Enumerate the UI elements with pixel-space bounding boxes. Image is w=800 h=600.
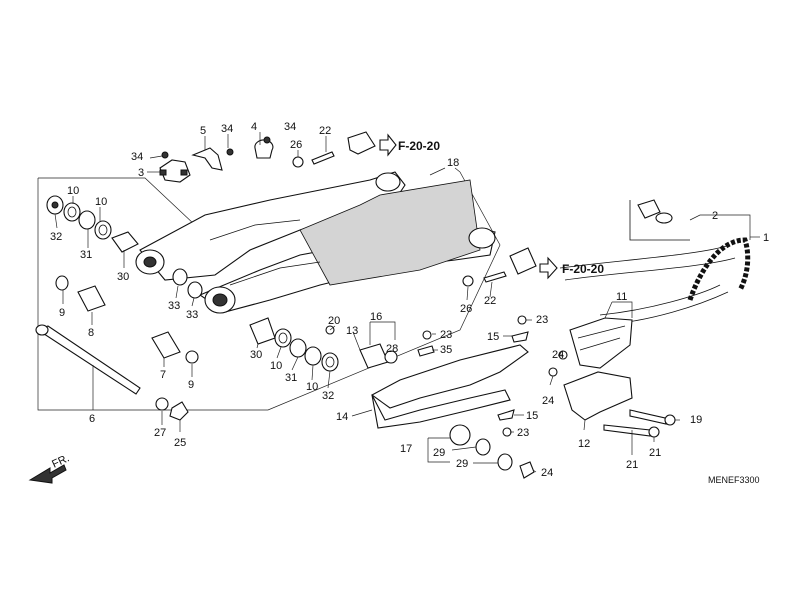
callout-34-b: 34 bbox=[284, 121, 296, 133]
callout-11: 11 bbox=[616, 291, 627, 303]
callout-2: 2 bbox=[712, 210, 718, 222]
callout-15-a: 15 bbox=[487, 331, 499, 343]
callout-8: 8 bbox=[88, 327, 94, 339]
callout-29-b: 29 bbox=[456, 458, 468, 470]
callout-22-a: 22 bbox=[319, 125, 331, 137]
front-label: FR. bbox=[50, 452, 71, 470]
right-bearing-stack bbox=[249, 317, 339, 372]
callout-13: 13 bbox=[346, 325, 358, 337]
callout-33-a: 33 bbox=[168, 300, 180, 312]
callout-7: 7 bbox=[160, 369, 166, 381]
diagram-code: MENEF3300 bbox=[708, 475, 760, 485]
callout-21-a: 21 bbox=[649, 447, 661, 459]
callout-24-c: 24 bbox=[542, 395, 554, 407]
reference-text-mid: F-20-20 bbox=[562, 262, 604, 276]
callout-6: 6 bbox=[89, 413, 95, 425]
callout-22-b: 22 bbox=[484, 295, 496, 307]
callout-34-c: 34 bbox=[131, 151, 143, 163]
callout-35: 35 bbox=[440, 344, 452, 356]
reference-arrow-mid bbox=[539, 256, 558, 280]
callout-17: 17 bbox=[400, 443, 412, 455]
callout-10-b: 10 bbox=[95, 196, 107, 208]
callout-16: 16 bbox=[370, 311, 382, 323]
callout-32-b: 32 bbox=[322, 390, 334, 402]
callout-26-a: 26 bbox=[290, 139, 302, 151]
callout-34-a: 34 bbox=[221, 123, 233, 135]
callout-5: 5 bbox=[200, 125, 206, 137]
callout-33-b: 33 bbox=[186, 309, 198, 321]
reference-arrow-top bbox=[379, 133, 397, 157]
callout-15-b: 15 bbox=[526, 410, 538, 422]
callout-10-d: 10 bbox=[306, 381, 318, 393]
callout-3: 3 bbox=[138, 167, 144, 179]
callout-9-a: 9 bbox=[59, 307, 65, 319]
top-fasteners bbox=[159, 131, 537, 287]
callout-25: 25 bbox=[174, 437, 186, 449]
swingarm bbox=[135, 171, 496, 314]
callout-18: 18 bbox=[447, 157, 459, 169]
leader-lines bbox=[54, 132, 760, 473]
callout-23-b: 23 bbox=[536, 314, 548, 326]
callout-31-b: 31 bbox=[285, 372, 297, 384]
callout-1: 1 bbox=[763, 232, 769, 244]
callout-28: 28 bbox=[386, 343, 398, 355]
callout-31-a: 31 bbox=[80, 249, 92, 261]
callout-23-a: 23 bbox=[440, 329, 452, 341]
callout-9-b: 9 bbox=[188, 379, 194, 391]
callout-4: 4 bbox=[251, 121, 257, 133]
callout-10-a: 10 bbox=[67, 185, 79, 197]
pivot-shaft bbox=[35, 324, 199, 421]
chain-slider bbox=[325, 325, 529, 429]
callout-29-a: 29 bbox=[433, 447, 445, 459]
callout-12: 12 bbox=[578, 438, 590, 450]
callout-24-b: 24 bbox=[552, 349, 564, 361]
callout-20: 20 bbox=[328, 315, 340, 327]
callout-14: 14 bbox=[336, 411, 348, 423]
callout-32-a: 32 bbox=[50, 231, 62, 243]
callout-30-b: 30 bbox=[250, 349, 262, 361]
front-arrow: FR. bbox=[28, 452, 71, 484]
reference-text-top: F-20-20 bbox=[398, 139, 440, 153]
callout-26-b: 26 bbox=[460, 303, 472, 315]
callout-21-b: 21 bbox=[626, 459, 638, 471]
chain-guide bbox=[548, 317, 676, 438]
callout-27: 27 bbox=[154, 427, 166, 439]
callout-30-a: 30 bbox=[117, 271, 129, 283]
callout-23-c: 23 bbox=[517, 427, 529, 439]
callout-10-c: 10 bbox=[270, 360, 282, 372]
callout-19: 19 bbox=[690, 414, 702, 426]
callout-24-a: 24 bbox=[541, 467, 553, 479]
left-bearing-stack bbox=[46, 195, 203, 312]
callout-labels: 5 34 4 34 22 26 34 3 18 10 10 32 31 30 9… bbox=[50, 121, 769, 479]
